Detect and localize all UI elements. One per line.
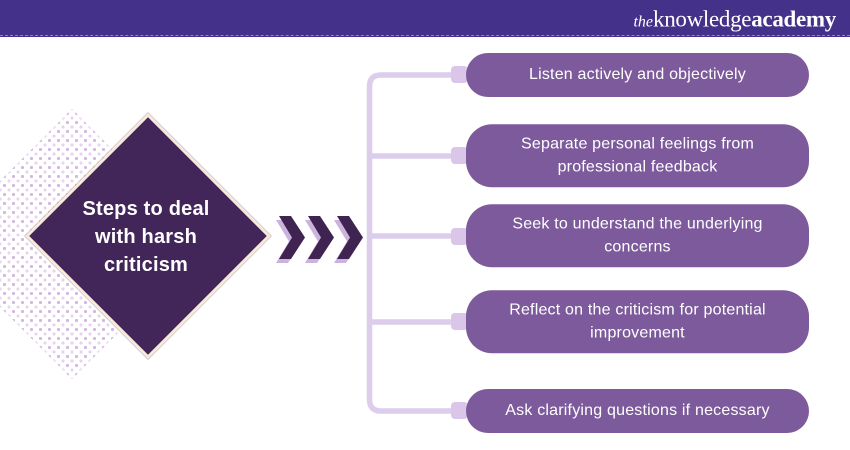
step-pill: Reflect on the criticism for potential i…: [466, 290, 809, 354]
connector-node: [451, 147, 468, 164]
logo-the: the: [633, 13, 653, 30]
connector-node: [451, 402, 468, 419]
step-pill: Seek to understand the underlying concer…: [466, 204, 809, 268]
diagram-title: Steps to deal with harsh criticism: [82, 198, 210, 276]
connector-node: [451, 313, 468, 330]
connector-node: [451, 66, 468, 83]
header-bar: theknowledgeacademy: [0, 0, 850, 37]
step-pill: Ask clarifying questions if necessary: [466, 389, 809, 433]
step-pill: Listen actively and objectively: [466, 53, 809, 97]
knowledge-academy-logo: theknowledgeacademy: [633, 7, 836, 30]
triple-chevron-right-icon: [276, 216, 363, 263]
logo-academy: academy: [751, 6, 836, 31]
chevron-front: [279, 216, 363, 259]
chevron-shadow: [276, 220, 360, 263]
logo-knowledge: knowledge: [653, 6, 752, 31]
connector-node: [451, 228, 468, 245]
step-pill: Separate personal feelings from professi…: [466, 124, 809, 188]
